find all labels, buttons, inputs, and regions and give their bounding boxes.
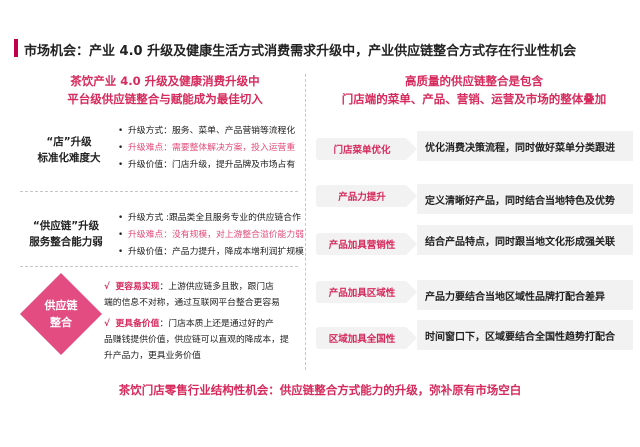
page-title: 市场机会：产业 4.0 升级及健康生活方式消费需求升级中，产业供应链整合方式存在… <box>24 44 577 59</box>
section-label-line2: 服务整合能力弱 <box>29 236 103 248</box>
right-header-line2: 门店端的菜单、产品、营销、运营及市场的整体叠加 <box>341 92 607 106</box>
row-description: 结合产品特点，同时跟当地文化形成强关联 <box>417 225 633 255</box>
bullet-item: 升级方式 :跟品类全且服务专业的供应链合作 <box>118 210 304 227</box>
bullet-item-highlight: 升级难点：需要整体解决方案，投入运营重 <box>118 140 295 157</box>
arrow-right-icon <box>408 187 417 205</box>
left-header-line2: 平台级供应链整合与赋能成为最佳切入 <box>67 92 263 106</box>
section-supply-chain-label: “供应链”升级 服务整合能力弱 <box>18 218 114 250</box>
check-block-easier: √ 更容易实现：上游供应链多且散，跟门店 端的信息不对称，通过互联网平台整合更容… <box>104 279 300 311</box>
row-description: 时间窗口下，区域要结合全国性趋势打配合 <box>417 320 633 350</box>
row-description: 产品力要结合当地区域性品牌打配合差异 <box>417 280 633 310</box>
badge-line1: 供应链 <box>44 299 78 312</box>
tag-product-strength: 产品力提升 <box>316 185 408 207</box>
check-key: 更容易实现 <box>115 282 160 292</box>
section-label-line2: 标准化难度大 <box>37 152 101 164</box>
bullet-item: 升级方式：服务、菜单、产品营销等流程化 <box>118 123 295 140</box>
left-column-header: 茶饮产业 4.0 升级及健康消费升级中 平台级供应链整合与赋能成为最佳切入 <box>40 72 290 108</box>
check-line: √ 更具备价值：门店本质上还是通过好的产 <box>104 316 300 332</box>
section-label-line1: “店”升级 <box>46 136 92 148</box>
check-block-value: √ 更具备价值：门店本质上还是通过好的产 品赚钱提供价值，供应链可以直观的降成本… <box>104 316 300 364</box>
section-divider <box>20 191 298 192</box>
row-description: 优化消费决策流程，同时做好菜单分类跟进 <box>417 131 633 161</box>
tag-marketing: 产品加具营销性 <box>316 233 408 255</box>
check-text: ：上游供应链多且散，跟门店 <box>159 282 274 292</box>
check-mark-icon: √ <box>104 282 110 292</box>
section-divider <box>20 266 298 267</box>
check-text: ：门店本质上还是通过好的产 <box>159 319 274 329</box>
right-header-line1: 高质量的供应链整合是包含 <box>405 74 543 88</box>
check-text: 升产品力，更具业务价值 <box>104 351 201 361</box>
section-supply-chain-bullets: 升级方式 :跟品类全且服务专业的供应链合作 升级难点：没有规模，对上游整合溢价能… <box>118 210 304 261</box>
bullet-item: 升级价值：产品力提升，降成本增利润扩规模 <box>118 244 304 261</box>
column-divider <box>305 74 306 370</box>
check-line: √ 更容易实现：上游供应链多且散，跟门店 <box>104 279 300 295</box>
left-header-line1: 茶饮产业 4.0 升级及健康消费升级中 <box>70 74 260 88</box>
check-key: 更具备价值 <box>115 319 160 329</box>
tag-regional: 产品加具区域性 <box>316 281 408 303</box>
arrow-right-icon <box>408 329 417 347</box>
check-text: 品赚钱提供价值，供应链可以直观的降成本，提 <box>104 335 289 345</box>
badge-line2: 整合 <box>50 316 72 329</box>
check-text: 端的信息不对称，通过互联网平台整合更容易 <box>104 298 280 308</box>
arrow-right-icon <box>408 283 417 301</box>
row-description: 定义清晰好产品，同时结合当地特色及优势 <box>417 184 633 214</box>
footer-conclusion: 茶饮门店零售行业结构性机会：供应链整合方式能力的升级，弥补原有市场空白 <box>118 383 522 397</box>
supply-chain-integration-badge: 供应链 整合 <box>19 272 103 356</box>
right-column-header: 高质量的供应链整合是包含 门店端的菜单、产品、营销、运营及市场的整体叠加 <box>318 72 630 108</box>
title-accent-bar <box>14 39 18 57</box>
section-label-line1: “供应链”升级 <box>32 220 100 232</box>
arrow-right-icon <box>408 140 417 158</box>
bullet-item-highlight: 升级难点：没有规模，对上游整合溢价能力弱 <box>118 227 304 244</box>
section-store-upgrade-bullets: 升级方式：服务、菜单、产品营销等流程化 升级难点：需要整体解决方案，投入运营重 … <box>118 123 295 174</box>
tag-national: 区域加具全国性 <box>316 327 408 349</box>
tag-menu-optimization: 门店菜单优化 <box>316 138 408 160</box>
check-mark-icon: √ <box>104 319 110 329</box>
badge-text: 供应链 整合 <box>31 297 91 331</box>
arrow-right-icon <box>408 235 417 253</box>
bullet-item: 升级价值：门店升级，提升品牌及市场占有 <box>118 157 295 174</box>
section-store-upgrade-label: “店”升级 标准化难度大 <box>22 134 116 166</box>
